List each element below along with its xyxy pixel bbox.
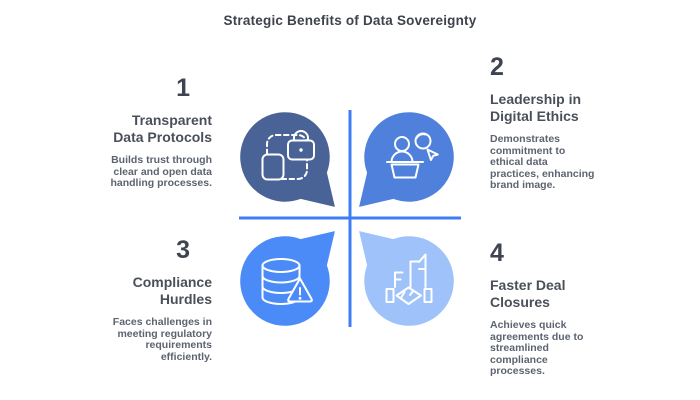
page-title: Strategic Benefits of Data Sovereignty [223,13,477,28]
quadrant-3-description: Faces challenges in meeting regulatory r… [112,316,212,363]
building-right [409,253,427,288]
building-left [394,271,404,288]
quadrant-4-title: Faster Deal Closures [490,277,566,310]
warning-exclamation-dot [298,296,302,300]
quadrant-3-title: Compliance Hurdles [132,274,212,307]
quadrant-1-block: 1 Transparent Data Protocols Builds trus… [67,74,212,190]
quadrant-4-description: Achieves quick agreements due to streaml… [490,319,584,378]
handshake-hands [395,286,422,305]
lock-keyhole [299,148,303,152]
bubble-1-shape [237,109,339,211]
quadrant-3-block: 3 Compliance Hurdles Faces challenges in… [67,236,212,363]
quadrant-2-description: Demonstrates commitment to ethical data … [490,133,595,192]
lock-document-icon [261,130,315,181]
bubble-3-shape [237,227,339,329]
buildings-handshake-icon [385,253,433,305]
podium-body [390,163,420,179]
quadrant-1-number: 1 [176,74,190,102]
quadrant-2-number: 2 [490,53,504,81]
speech-bubble-1 [237,109,339,211]
quadrant-2-block: 2 Leadership in Digital Ethics Demonstra… [490,53,622,192]
cursor-icon [426,148,439,161]
database-ring-1 [261,275,301,284]
quadrant-4-number: 4 [490,239,504,267]
handshake-fingers [400,289,415,298]
quadrant-1-description: Builds trust through clear and open data… [110,154,212,190]
speech-bubble-2 [355,109,457,211]
audience-hair [415,133,427,139]
quadrant-4-block: 4 Faster Deal Closures Achieves quick ag… [490,239,622,378]
handshake-right-sleeve [423,288,433,303]
database-warning-icon [261,258,313,305]
speaker-shoulders [390,150,414,163]
bubble-2-shape [355,109,457,211]
leadership-podium-icon [386,132,439,179]
speech-bubble-3 [237,227,339,329]
document-shape [261,153,285,181]
handshake-left-sleeve [385,288,395,303]
quadrant-2-title: Leadership in Digital Ethics [490,91,582,124]
quadrant-1-title: Transparent Data Protocols [113,112,212,145]
lock-shackle [293,130,309,142]
bubble-4-shape [355,227,457,329]
speech-bubble-4 [355,227,457,329]
quadrant-3-number: 3 [176,236,190,264]
